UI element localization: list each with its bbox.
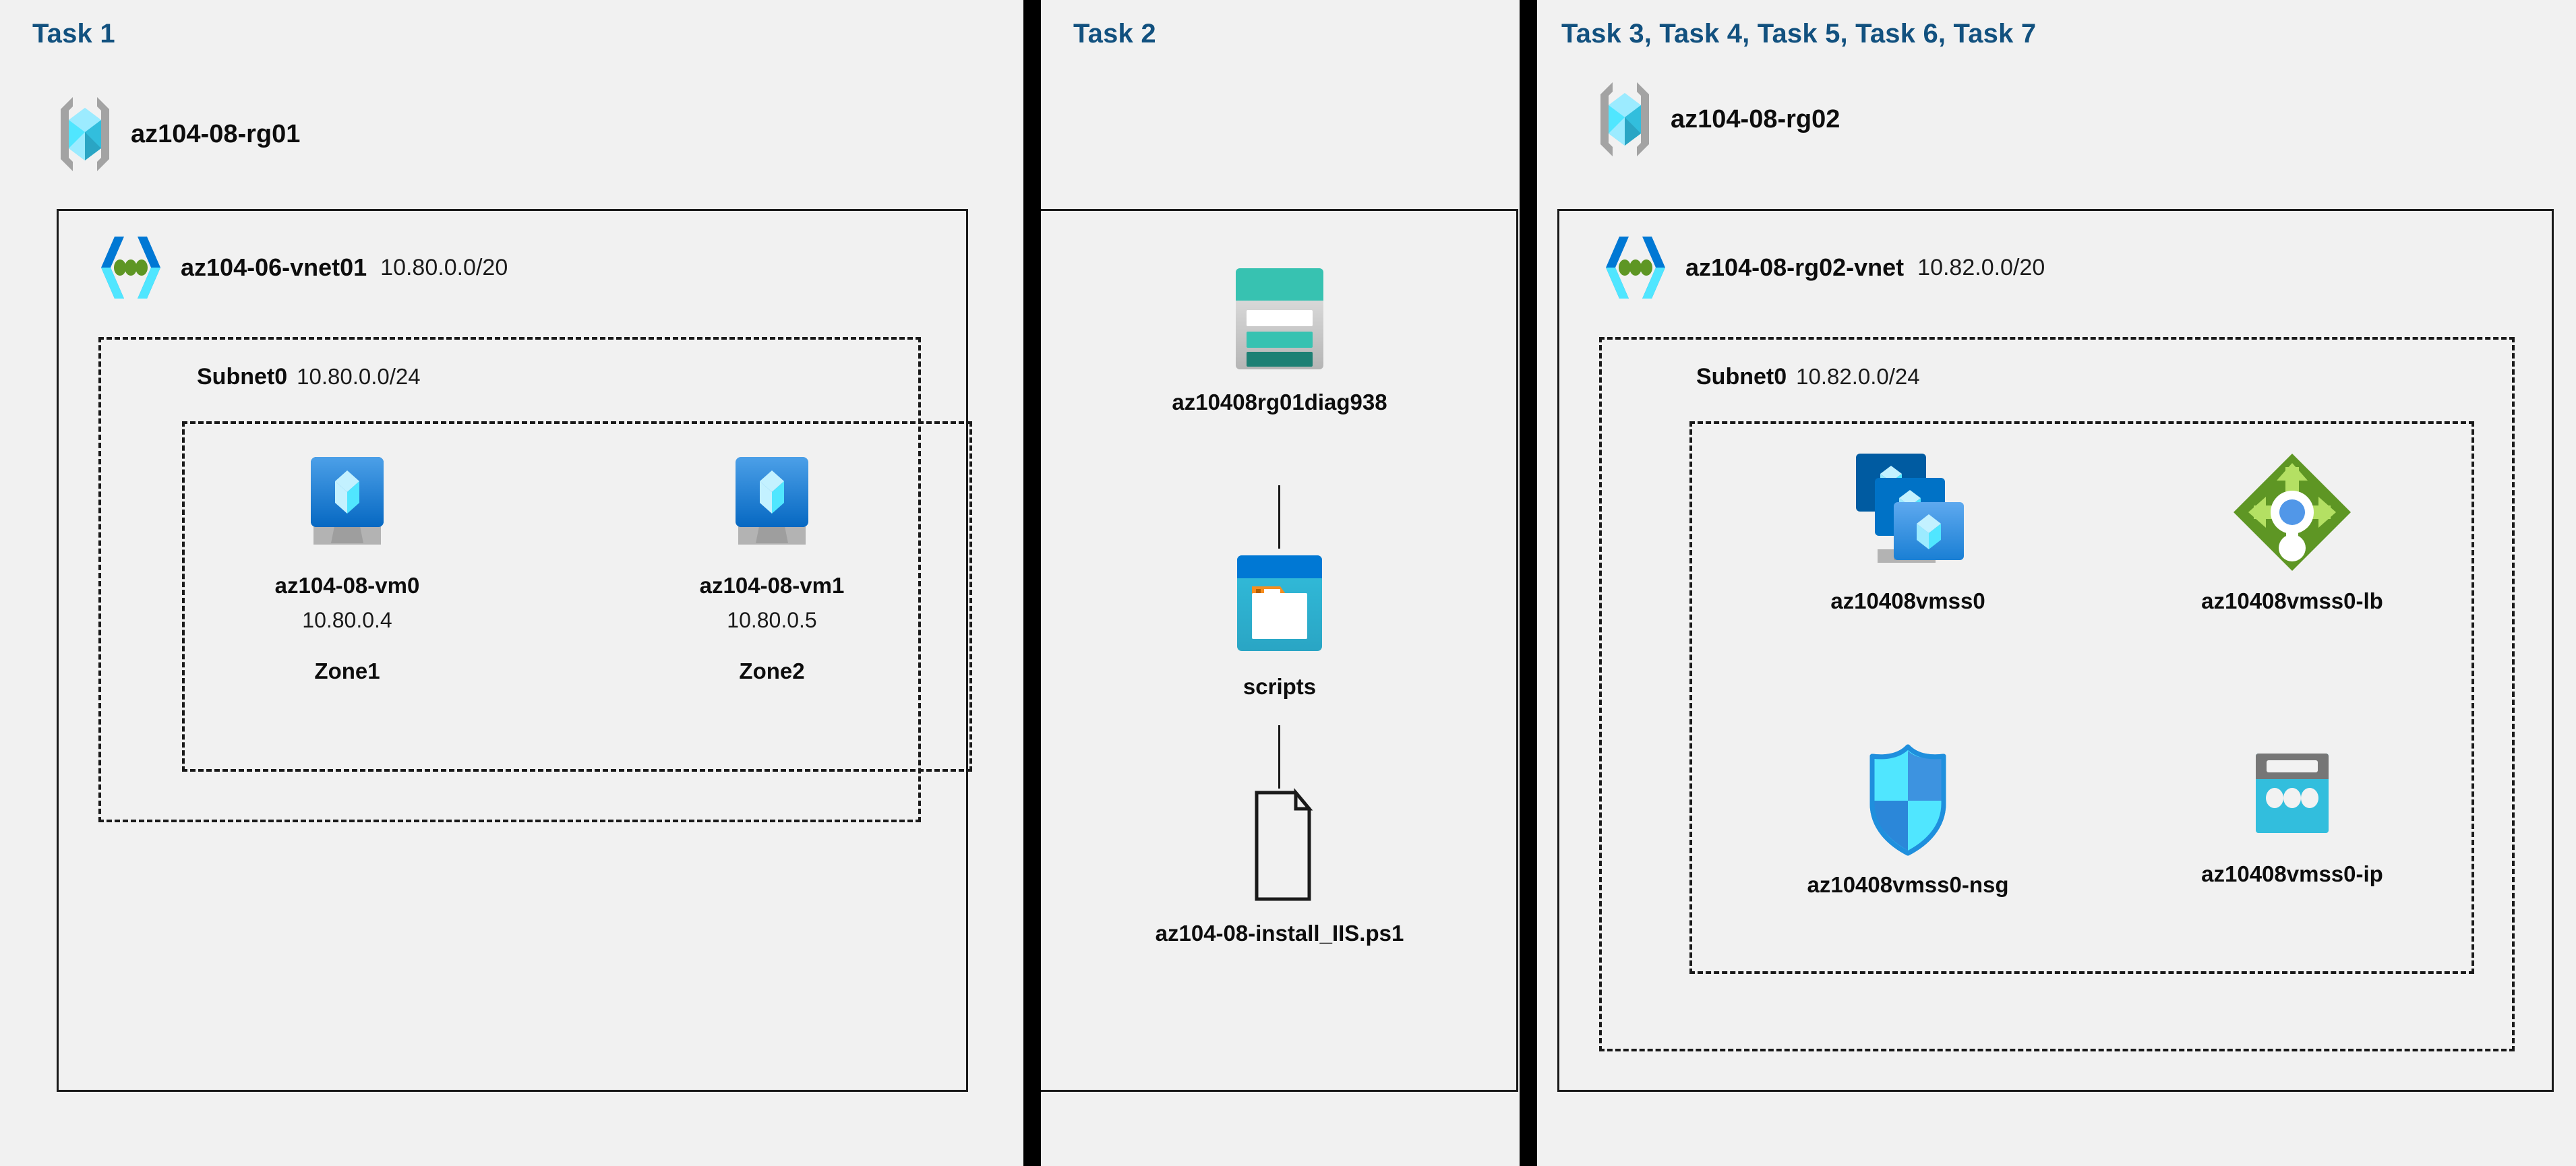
virtual-machine-icon	[722, 452, 822, 559]
subnet-name: Subnet0	[1696, 364, 1787, 390]
resource-node-az104-08-vm0[interactable]: az104-08-vm0 10.80.0.4 Zone1	[222, 452, 472, 684]
vnet-header-3: az104-08-rg02-vnet 10.82.0.0/20	[1599, 233, 2045, 303]
vm-name: az104-08-vm1	[699, 573, 845, 598]
panel-task-2: Task 2	[1041, 0, 1520, 1166]
vnet-header-1: az104-06-vnet01 10.80.0.0/20	[94, 233, 508, 303]
vm-zone: Zone2	[739, 658, 805, 683]
resource-node-az104-08-vm1[interactable]: az104-08-vm1 10.80.0.5 Zone2	[647, 452, 897, 684]
resource-node-az10408rg01diag938[interactable]: az10408rg01diag938	[1125, 263, 1435, 415]
availability-zones-container	[182, 421, 972, 772]
public-ip-address-icon	[2238, 741, 2346, 849]
storage-account-icon	[1217, 263, 1342, 375]
vm-ip-address: 10.80.0.4	[302, 608, 392, 632]
public-ip-name: az10408vmss0-ip	[2201, 861, 2383, 886]
script-file-icon	[1226, 787, 1334, 906]
resource-group-label: az104-08-rg01	[131, 119, 301, 148]
task-title-3: Task 3, Task 4, Task 5, Task 6, Task 7	[1561, 19, 2037, 49]
subnet-container-subnet0-task3	[1599, 337, 2515, 1051]
subnet-cidr: 10.80.0.0/24	[297, 364, 421, 389]
vm-ip-address: 10.80.0.5	[727, 608, 817, 632]
load-balancer-name: az10408vmss0-lb	[2201, 588, 2383, 613]
resource-group-icon	[1594, 80, 1656, 159]
task-title-2: Task 2	[1073, 19, 1156, 49]
vnet-name: az104-08-rg02-vnet	[1685, 253, 1905, 281]
resource-group-az104-08-rg01: az104-08-rg01	[54, 94, 300, 174]
nsg-name: az10408vmss0-nsg	[1807, 872, 2009, 897]
resource-group-az104-08-rg02: az104-08-rg02	[1594, 80, 1840, 159]
vmss-name: az10408vmss0	[1830, 588, 1985, 613]
panel-task-1: Task 1 az104-08-rg01	[0, 0, 1023, 1166]
resource-node-az10408vmss0[interactable]: az10408vmss0	[1760, 448, 2056, 614]
panel-divider-2	[1520, 0, 1537, 1166]
subnet-resources-container	[1689, 421, 2474, 974]
resource-node-az10408vmss0-ip[interactable]: az10408vmss0-ip	[2144, 741, 2440, 887]
script-file-name: az104-08-install_IIS.ps1	[1155, 921, 1404, 946]
vm-name: az104-08-vm0	[274, 573, 420, 598]
task-title-1: Task 1	[32, 19, 115, 49]
vm-scale-set-icon	[1837, 448, 1979, 576]
vm-zone: Zone1	[314, 658, 380, 683]
panel-divider-1	[1023, 0, 1041, 1166]
load-balancer-icon	[2228, 448, 2356, 576]
resource-group-icon	[54, 94, 116, 174]
subnet-cidr: 10.82.0.0/24	[1796, 364, 1920, 389]
connector-storage-to-container	[1278, 485, 1280, 549]
subnet-container-subnet0-task1	[98, 337, 921, 822]
virtual-network-icon	[94, 233, 167, 303]
blob-container-icon	[1217, 547, 1342, 659]
vnet-container-az104-08-rg02-vnet	[1557, 209, 2554, 1092]
virtual-network-icon	[1599, 233, 1672, 303]
resource-node-az10408vmss0-nsg[interactable]: az10408vmss0-nsg	[1760, 741, 2056, 898]
subnet-header-1: Subnet0 10.80.0.0/24	[197, 364, 421, 390]
virtual-machine-icon	[297, 452, 397, 559]
connector-container-to-file	[1278, 725, 1280, 789]
resource-node-scripts[interactable]: scripts	[1125, 547, 1435, 700]
resource-node-az10408vmss0-lb[interactable]: az10408vmss0-lb	[2144, 448, 2440, 614]
subnet-header-3: Subnet0 10.82.0.0/24	[1696, 364, 1920, 390]
blob-container-name: scripts	[1242, 674, 1317, 699]
vnet-container-az104-06-vnet01	[57, 209, 968, 1092]
vnet-cidr: 10.82.0.0/20	[1917, 254, 2045, 280]
resource-group-label: az104-08-rg02	[1671, 104, 1840, 133]
storage-account-name: az10408rg01diag938	[1172, 390, 1387, 415]
subnet-name: Subnet0	[197, 364, 288, 390]
network-security-group-icon	[1857, 741, 1958, 860]
vnet-name: az104-06-vnet01	[181, 253, 367, 281]
panel-task-3-7: Task 3, Task 4, Task 5, Task 6, Task 7 a…	[1537, 0, 2576, 1166]
resource-node-install-iis-script[interactable]: az104-08-install_IIS.ps1	[1104, 787, 1455, 946]
vnet-cidr: 10.80.0.0/20	[380, 254, 508, 280]
